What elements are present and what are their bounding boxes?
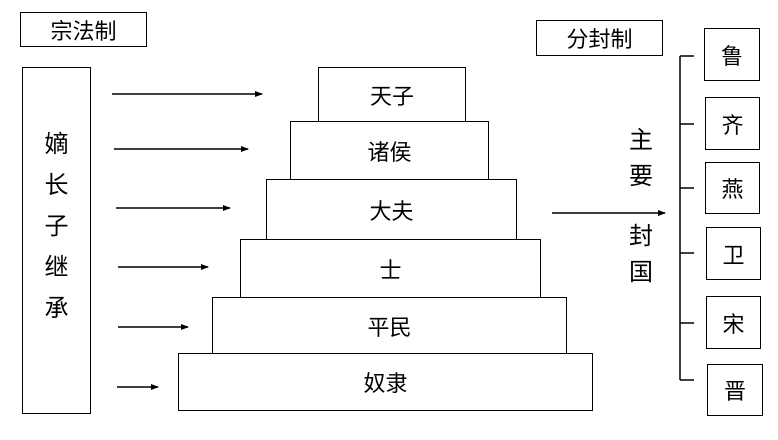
right-title: 分封制: [536, 20, 663, 56]
tier-1: 天子: [318, 67, 466, 122]
main-char-1: 主: [629, 126, 653, 154]
state-4: 卫: [706, 227, 761, 280]
inheritance-char-5: 承: [44, 294, 69, 322]
inheritance-label: 嫡 长 子 继 承: [22, 132, 91, 320]
tier-2: 诸侯: [290, 121, 489, 180]
main-char-4: 国: [629, 258, 653, 286]
main-char-2: 要: [629, 162, 653, 190]
state-6: 晋: [707, 364, 763, 416]
main-states-label: 主 要 封 国: [623, 128, 659, 284]
state-3: 燕: [705, 162, 760, 214]
state-2: 齐: [705, 97, 760, 150]
tier-3: 大夫: [266, 179, 517, 240]
inheritance-box: [22, 67, 91, 414]
inheritance-char-1: 嫡: [44, 130, 69, 158]
state-5: 宋: [706, 296, 761, 349]
left-title: 宗法制: [20, 12, 147, 47]
tier-5: 平民: [212, 297, 567, 355]
tier-6: 奴隶: [178, 353, 593, 411]
inheritance-char-4: 继: [44, 253, 69, 281]
main-char-3: 封: [629, 222, 653, 250]
state-1: 鲁: [704, 28, 760, 81]
tier-4: 士: [240, 239, 541, 298]
inheritance-char-3: 子: [44, 212, 69, 240]
inheritance-char-2: 长: [44, 171, 69, 199]
